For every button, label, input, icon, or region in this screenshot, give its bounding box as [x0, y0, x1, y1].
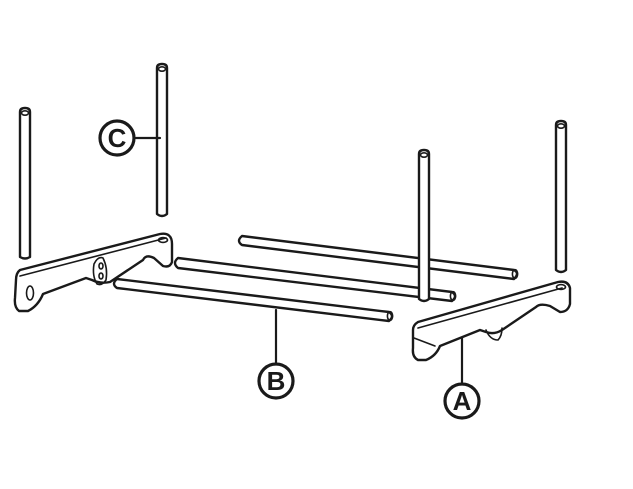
pole-center-right [417, 148, 431, 303]
base-foot-left [13, 232, 174, 313]
bar-middle [173, 256, 457, 303]
bar-back [237, 234, 519, 281]
callout-b: B [257, 362, 295, 400]
pole-c [155, 62, 169, 218]
bar-front [112, 277, 394, 323]
callout-a-label: A [453, 386, 472, 416]
pole-far-right [554, 119, 568, 274]
callout-c: C [98, 119, 136, 157]
callout-b-label: B [267, 366, 286, 396]
callout-a: A [443, 382, 481, 420]
base-foot-right [411, 280, 572, 362]
pole-far-left [18, 106, 32, 260]
callout-c-label: C [108, 123, 127, 153]
